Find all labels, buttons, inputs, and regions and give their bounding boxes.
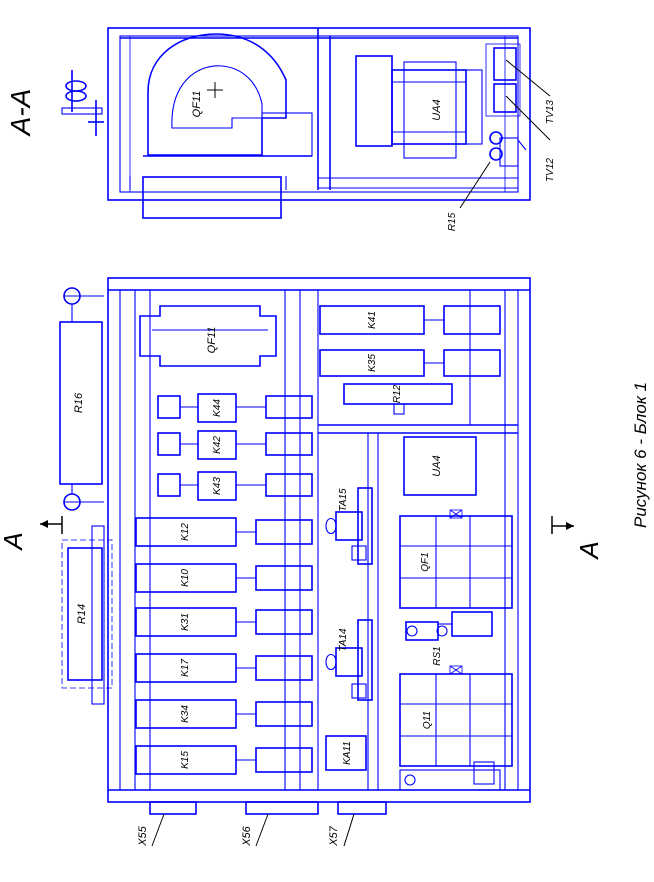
connector-x56-label: X56	[241, 825, 253, 846]
main-ka11-label: KA11	[342, 741, 353, 765]
main-relay-k44	[157, 393, 313, 423]
section-tv12	[493, 83, 517, 113]
main-ka11-body	[325, 735, 367, 771]
main-k15-label: K15	[180, 751, 191, 769]
section-enclosure-inner	[119, 35, 519, 193]
main-enclosure-outer	[107, 277, 531, 803]
main-ta14-label: TA14	[338, 628, 349, 652]
qf11-center-mark	[207, 82, 223, 98]
connector-x56	[245, 801, 319, 815]
main-relay-k34	[135, 699, 313, 729]
main-r16-body	[59, 321, 103, 485]
main-r14-label: R14	[76, 604, 88, 624]
section-marker-right-label: А	[574, 541, 604, 560]
main-relay-k10	[135, 563, 313, 593]
section-tv12-label: TV12	[545, 158, 556, 182]
section-tv13	[493, 47, 517, 81]
main-k31-label: K31	[180, 613, 191, 631]
main-relay-k42	[157, 430, 313, 460]
main-breaker-qf1	[399, 509, 513, 609]
figure-caption: Рисунок 6 - Блок 1	[631, 382, 650, 528]
main-relay-k35	[319, 349, 501, 377]
main-qf11-outline	[139, 305, 277, 367]
main-k12-label: K12	[180, 523, 191, 541]
main-k44-label: K44	[212, 399, 223, 417]
section-marker-left-label: А	[0, 532, 28, 551]
section-r15-insulator-a	[489, 131, 503, 145]
section-qf11-outline	[147, 33, 287, 156]
main-ua4-body	[403, 436, 477, 496]
main-k43-label: K43	[212, 477, 223, 495]
main-breaker-q11	[399, 665, 513, 767]
main-r14-body	[67, 547, 103, 681]
main-relay-k31	[135, 607, 313, 637]
section-ua4-body	[403, 61, 457, 159]
section-tv13-label: TV13	[545, 100, 556, 124]
section-r15-insulator-b	[489, 147, 503, 161]
main-k41-label: K41	[367, 311, 378, 329]
main-k17-label: K17	[180, 659, 191, 677]
section-marker-right: А	[551, 516, 604, 561]
section-ua4-left	[355, 55, 393, 147]
section-r15-label: R15	[447, 212, 458, 231]
section-title: А-А	[5, 89, 36, 138]
main-qf1-label: QF1	[420, 552, 431, 571]
main-ua4-label: UA4	[431, 455, 443, 476]
main-relay-k12	[135, 517, 313, 547]
connector-x55	[149, 801, 197, 815]
main-transformer-ta15	[325, 487, 373, 565]
connector-x57	[337, 801, 387, 815]
main-transformer-ta14	[325, 619, 373, 701]
section-enclosure-outer	[107, 27, 531, 201]
section-view-a-a: QF11 UA4 TV13 TV12 R15	[61, 27, 556, 231]
main-relay-k43	[157, 471, 313, 501]
main-q11-label: Q11	[422, 711, 433, 729]
main-k35-label: K35	[367, 354, 378, 372]
section-ua4-label: UA4	[431, 99, 443, 120]
main-ta15-label: TA15	[338, 488, 349, 512]
connector-x55-label: X55	[137, 825, 149, 846]
main-k10-label: K10	[180, 569, 191, 587]
section-qf11-label: QF11	[191, 91, 203, 118]
main-relay-k41	[319, 305, 501, 335]
main-view: R16 R14 QF11 K44 K42	[59, 277, 531, 847]
main-relay-k17	[135, 653, 313, 683]
main-k42-label: K42	[212, 436, 223, 454]
main-rs1-label: RS1	[432, 646, 443, 665]
main-r16-label: R16	[73, 392, 85, 413]
section-marker-left: А	[0, 516, 63, 552]
main-qf11-label: QF11	[206, 327, 218, 354]
section-r16-insulator	[61, 70, 104, 136]
connector-x57-label: X57	[328, 825, 340, 846]
main-k34-label: K34	[180, 705, 191, 723]
main-r12-label: R12	[392, 384, 403, 403]
section-bottom-box	[142, 176, 282, 219]
main-shunt-rs1	[405, 611, 493, 641]
main-relay-k15	[135, 745, 313, 775]
